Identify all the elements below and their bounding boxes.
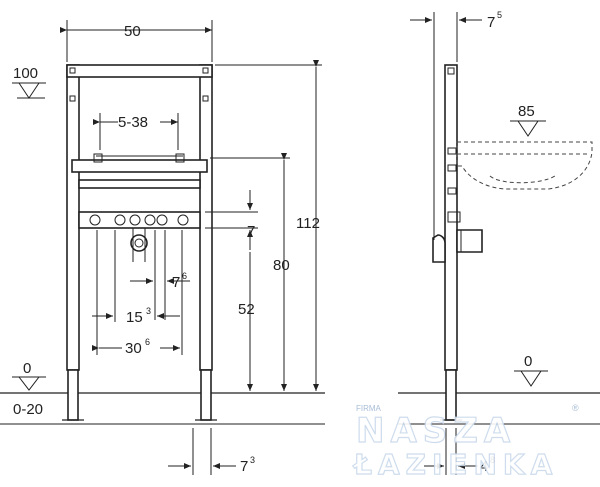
dim-foot-7: 7 xyxy=(240,458,248,475)
washbasin-outline xyxy=(456,141,593,190)
dim-height-7-mid: 7 xyxy=(247,223,255,240)
dim-height-112: 112 xyxy=(296,215,320,232)
sup-3b: 3 xyxy=(250,455,255,465)
front-view: 50 100 5-38 112 80 7 52 7 xyxy=(0,20,325,475)
basin-bracket-bar xyxy=(71,159,208,173)
bolt xyxy=(69,95,76,102)
watermark-logo: FIRMA NASZA ŁAZIENKA ® xyxy=(351,403,579,482)
left-post xyxy=(66,64,80,371)
dim-height-80: 80 xyxy=(273,257,290,274)
sup-8: 8 xyxy=(490,455,495,465)
side-view: 85 7 5 0 4 8 xyxy=(398,10,600,475)
dim-spacing-30: 30 xyxy=(125,340,142,357)
dim-height-52: 52 xyxy=(238,301,255,318)
watermark-mark: ® xyxy=(572,403,579,413)
side-connection-box xyxy=(456,229,483,253)
side-post xyxy=(444,64,458,371)
level-100-label: 100 xyxy=(13,65,38,82)
level-0-side-label: 0 xyxy=(524,353,532,370)
bolt xyxy=(69,67,76,74)
drain-connection xyxy=(130,234,148,252)
sup-3a: 3 xyxy=(146,306,151,316)
watermark-line1: NASZA xyxy=(356,411,516,451)
dim-width-top: 50 xyxy=(124,23,141,40)
bolt xyxy=(202,95,209,102)
watermark-small: FIRMA xyxy=(356,404,382,413)
top-crossbar xyxy=(66,64,213,78)
dim-range-5-38: 5-38 xyxy=(118,114,148,131)
middle-crossbar xyxy=(78,179,201,189)
right-foot xyxy=(200,369,212,421)
dim-foot-4: 4 xyxy=(480,458,488,475)
sup-5: 5 xyxy=(497,10,502,20)
dim-spacing-7: 7 xyxy=(172,274,180,291)
bolt xyxy=(202,67,209,74)
bowl-level-label: 85 xyxy=(518,103,535,120)
sup-6b: 6 xyxy=(145,337,150,347)
dim-spacing-15: 15 xyxy=(126,309,143,326)
floor-range-label: 0-20 xyxy=(13,401,43,418)
siphon xyxy=(432,234,446,263)
watermark-line2: ŁAZIENKA xyxy=(352,448,558,481)
right-post xyxy=(199,64,213,371)
left-foot xyxy=(67,369,79,421)
side-depth-7: 7 xyxy=(487,14,495,31)
sup-6a: 6 xyxy=(182,271,187,281)
level-0-front-label: 0 xyxy=(23,360,31,377)
